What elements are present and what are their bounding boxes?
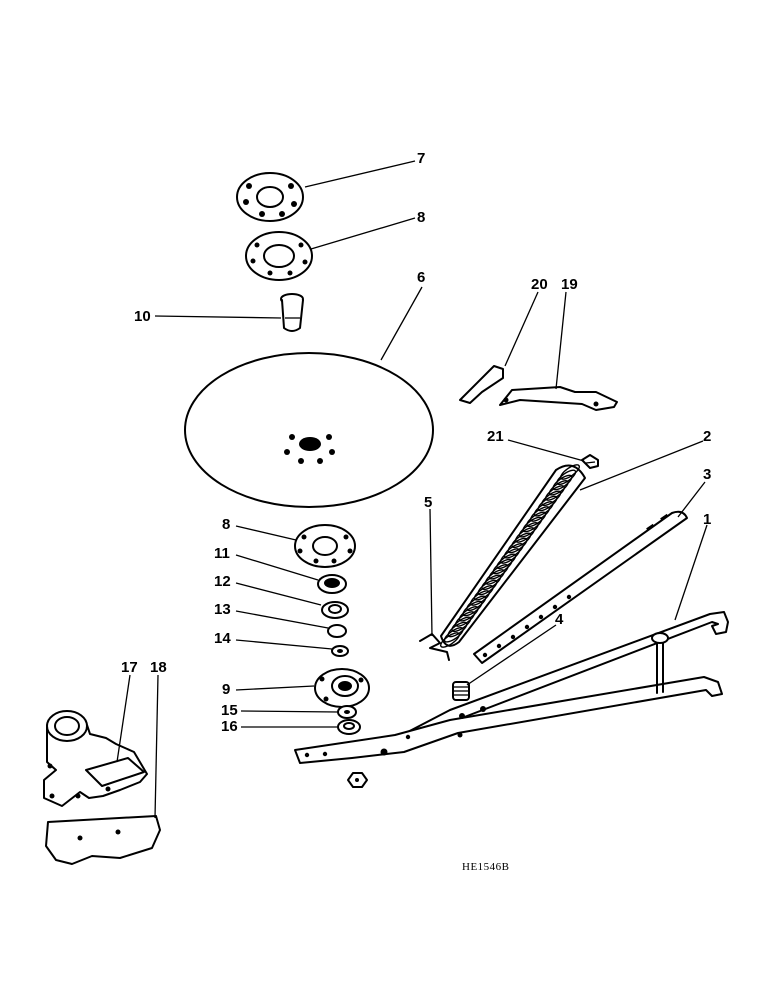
small-spring xyxy=(452,681,470,701)
disc-blade xyxy=(184,352,434,508)
bearing-housing xyxy=(314,668,370,708)
mounting-bracket xyxy=(43,710,148,807)
spring-coil xyxy=(440,632,460,648)
callout-16: 16 xyxy=(221,718,238,735)
callout-7: 7 xyxy=(417,150,425,167)
arm-frame xyxy=(294,611,729,764)
callout-8-upper: 8 xyxy=(417,209,425,226)
flange-plate-lower xyxy=(294,524,356,568)
washer-16 xyxy=(337,719,361,735)
washer-15 xyxy=(337,705,357,719)
callout-8-lower: 8 xyxy=(222,516,230,533)
figure-code: HE1546B xyxy=(462,861,510,873)
leader-lines xyxy=(116,160,708,819)
washer-upper xyxy=(331,645,349,657)
callout-21: 21 xyxy=(487,428,504,445)
callout-12: 12 xyxy=(214,573,231,590)
callout-15: 15 xyxy=(221,702,238,719)
callout-6: 6 xyxy=(417,269,425,286)
callout-11: 11 xyxy=(214,545,230,562)
coil-spring xyxy=(440,464,586,648)
spring-clip xyxy=(419,633,450,661)
callout-2: 2 xyxy=(703,428,711,445)
callout-20: 20 xyxy=(531,276,548,293)
spacer xyxy=(327,624,347,638)
callout-10: 10 xyxy=(134,308,151,325)
callout-13: 13 xyxy=(214,601,231,618)
shield-plate xyxy=(45,815,161,865)
callout-labels: 7 8 10 6 20 19 21 2 3 1 5 4 8 11 12 13 1… xyxy=(121,150,711,735)
small-bolt xyxy=(581,454,599,469)
callout-18: 18 xyxy=(150,659,167,676)
scraper-bracket xyxy=(499,386,618,411)
callout-9: 9 xyxy=(222,681,230,698)
hex-nut xyxy=(347,772,368,788)
callout-5: 5 xyxy=(424,494,432,511)
bearing xyxy=(317,574,347,594)
callout-1: 1 xyxy=(703,511,711,528)
callout-14: 14 xyxy=(214,630,231,647)
spring-coil xyxy=(443,626,464,643)
spindle xyxy=(280,293,304,332)
callout-19: 19 xyxy=(561,276,578,293)
flange-plate-upper xyxy=(245,231,313,281)
callout-17: 17 xyxy=(121,659,138,676)
callout-4: 4 xyxy=(555,611,564,628)
seal xyxy=(321,601,349,619)
scraper-blade xyxy=(459,365,504,404)
hub-cap-plate xyxy=(236,172,304,222)
callout-3: 3 xyxy=(703,466,711,483)
